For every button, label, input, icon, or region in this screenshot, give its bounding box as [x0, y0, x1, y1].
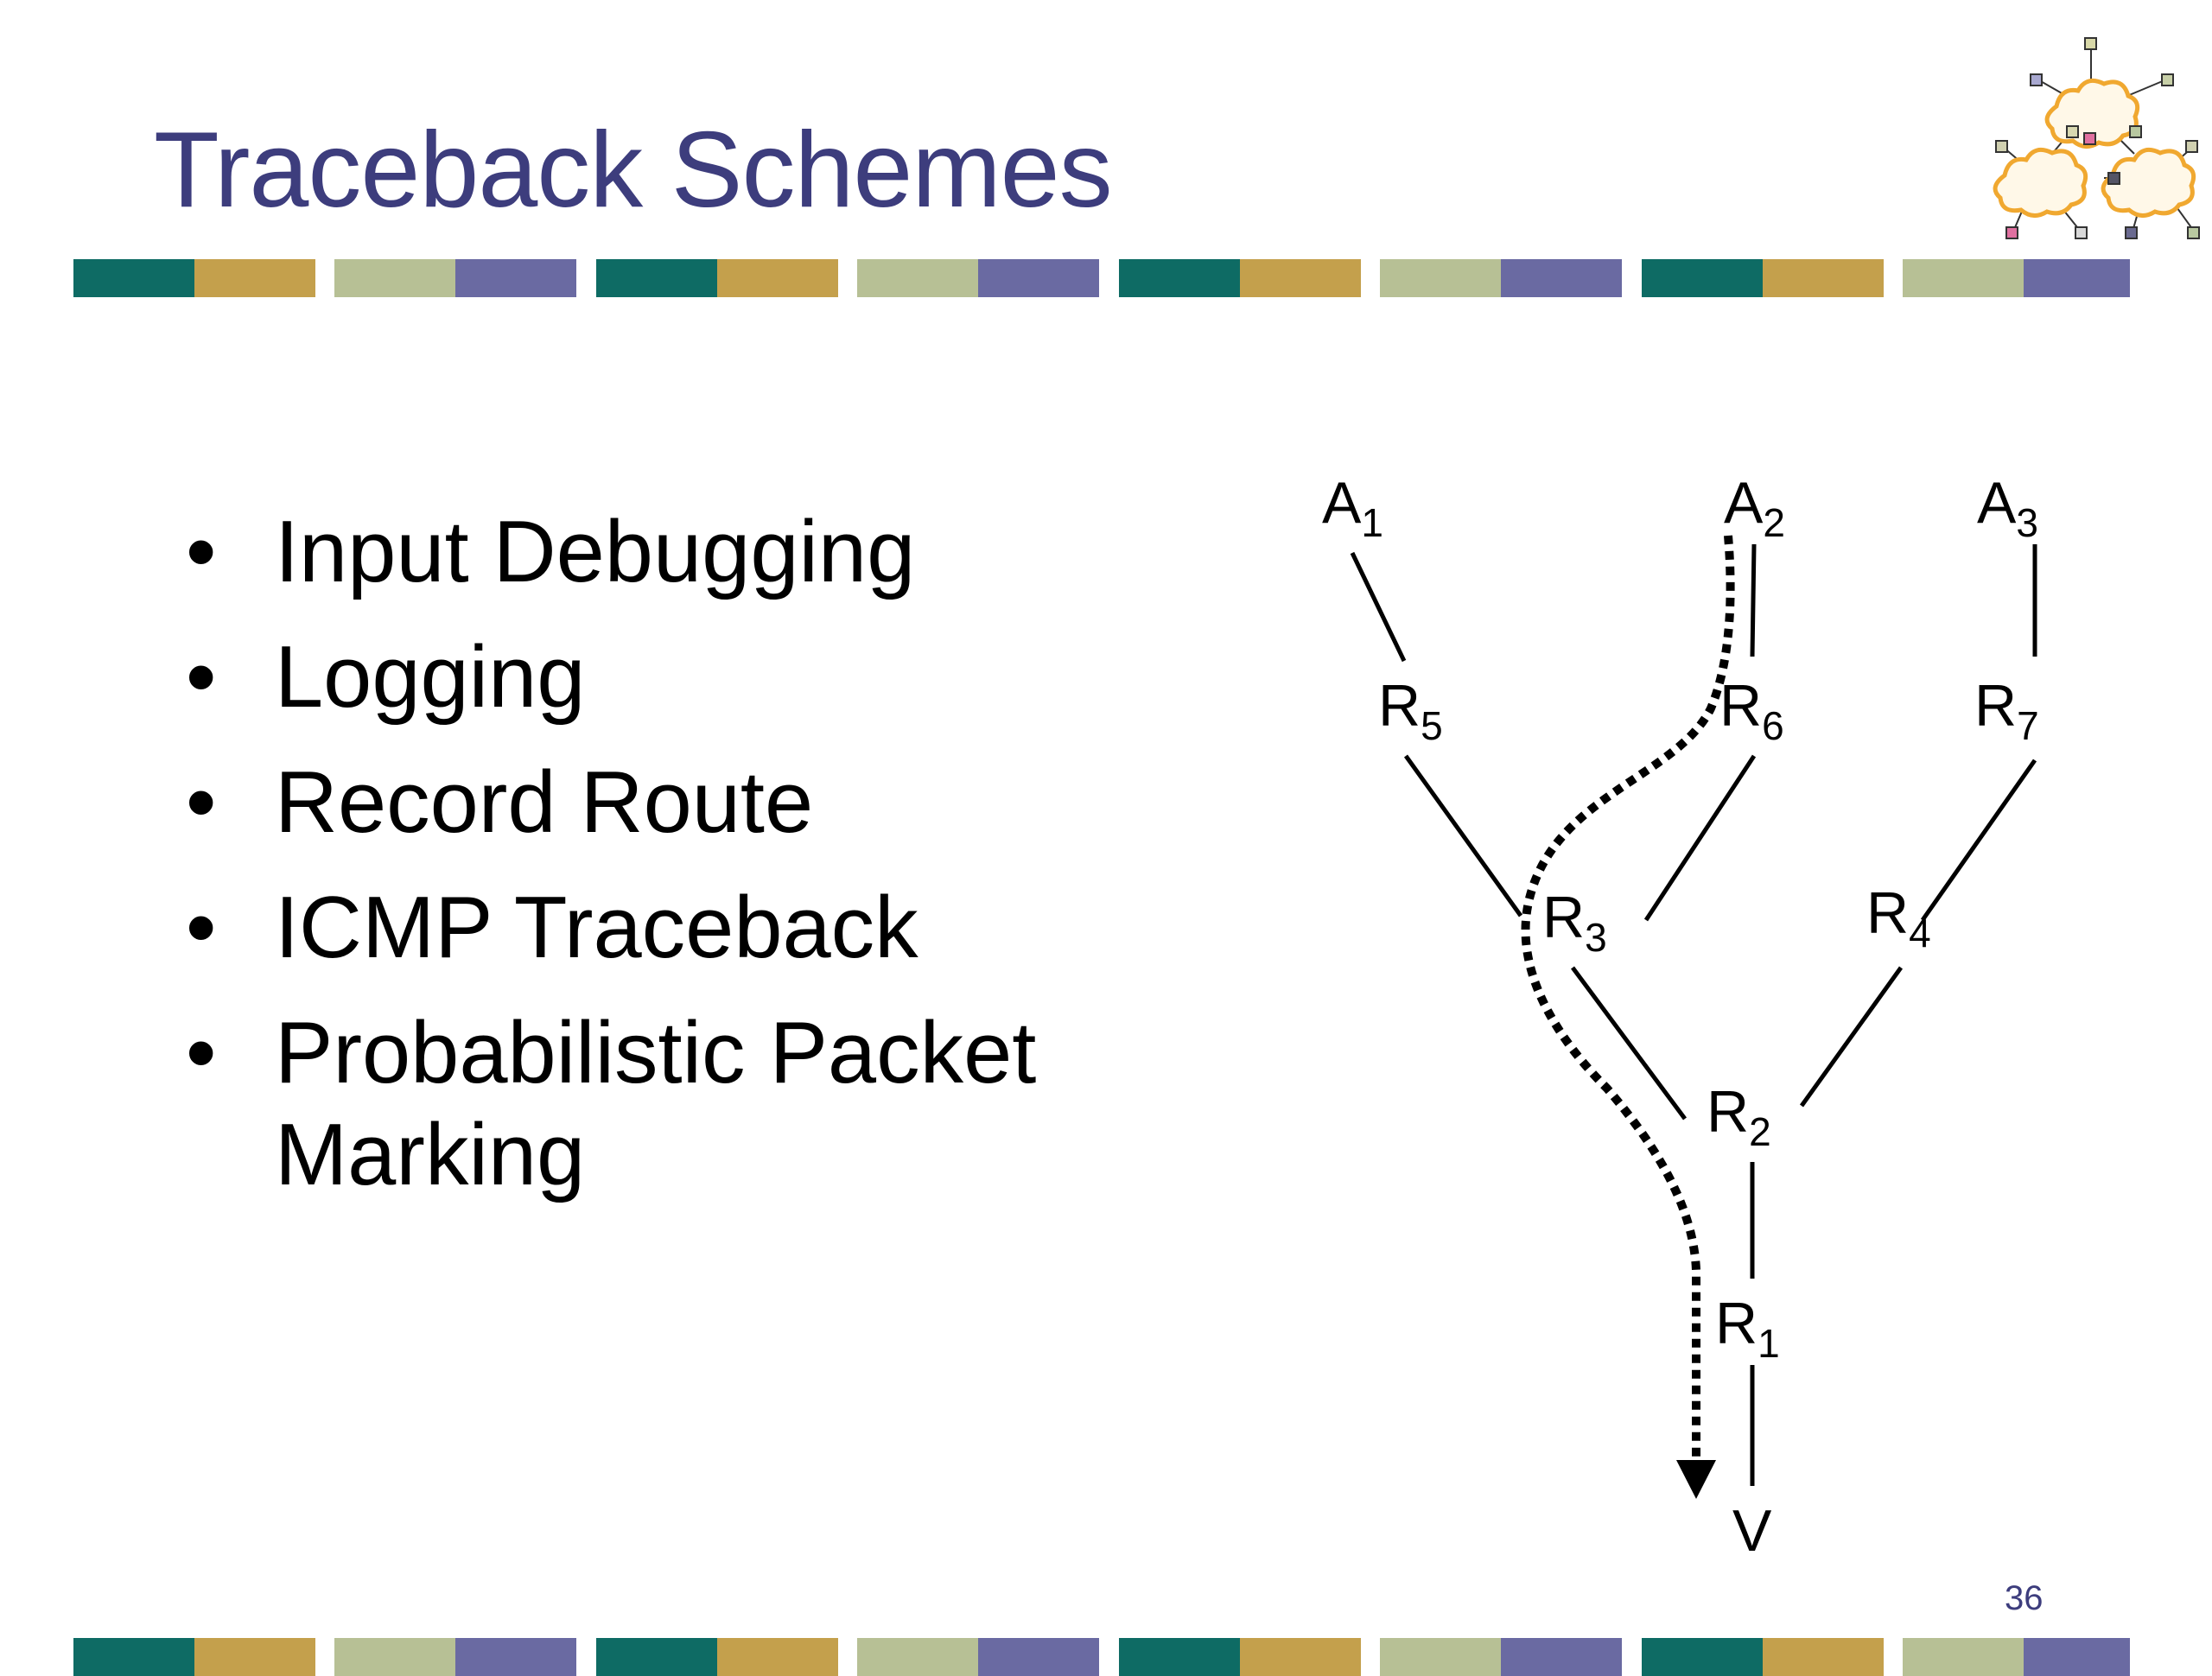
node-r6: R6 — [1719, 673, 1784, 748]
node-r3: R3 — [1542, 885, 1607, 960]
bottom-decorative-stripe — [73, 1638, 2130, 1676]
bullet-text: Logging — [275, 629, 586, 726]
bullet-item: • Input Debugging — [186, 501, 1205, 603]
traceback-network-diagram: A1 A2 A3 R5 R6 R7 R3 R4 R2 R1 V — [1322, 470, 2039, 1564]
bullet-marker: • — [186, 754, 217, 851]
network-logo-icon — [1993, 37, 2200, 239]
bullet-item: • Record Route — [186, 752, 1205, 854]
network-links — [1350, 543, 2037, 1486]
attack-path-arrowhead — [1676, 1460, 1716, 1499]
bullet-marker: • — [186, 629, 217, 726]
node-r5: R5 — [1378, 673, 1443, 748]
node-a1: A1 — [1322, 470, 1383, 545]
bullet-marker: • — [186, 504, 217, 600]
slide-title: Traceback Schemes — [154, 111, 1113, 230]
bullet-text: Input Debugging — [275, 504, 916, 600]
bullet-marker: • — [186, 879, 217, 976]
node-r2: R2 — [1707, 1079, 1771, 1154]
node-a2: A2 — [1724, 470, 1785, 545]
bullet-list: •Input Debugging •Logging •Record Route … — [186, 501, 1205, 1229]
bullet-text: Record Route — [275, 754, 814, 851]
node-a3: A3 — [1977, 470, 2038, 545]
bullet-item: • Logging — [186, 626, 1205, 728]
bullet-text: Probabilistic Packet Marking — [275, 1005, 1037, 1203]
page-number: 36 — [2005, 1579, 2044, 1617]
attack-path-dotted — [1521, 535, 1735, 1460]
bullet-text: ICMP Traceback — [275, 879, 918, 976]
node-victim: V — [1732, 1498, 1772, 1564]
top-decorative-stripe — [73, 259, 2130, 297]
node-r4: R4 — [1866, 880, 1931, 955]
bullet-item: • Probabilistic Packet Marking — [186, 1002, 1205, 1206]
bullet-marker: • — [186, 1005, 217, 1101]
bullet-item: • ICMP Traceback — [186, 877, 1205, 979]
node-r1: R1 — [1715, 1291, 1780, 1366]
node-r7: R7 — [1974, 673, 2039, 748]
